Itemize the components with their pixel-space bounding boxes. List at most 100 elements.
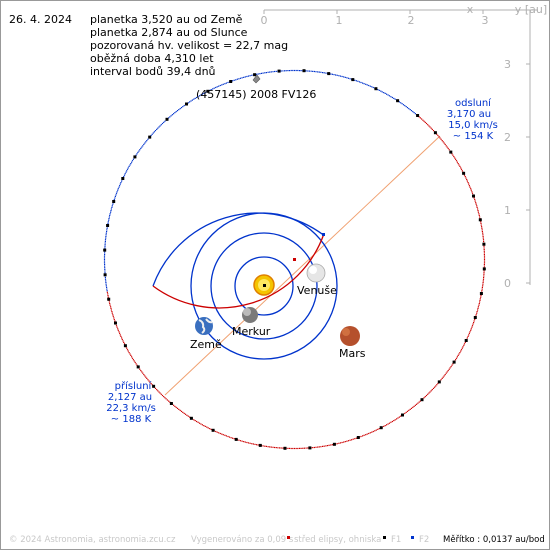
asteroid-orbit-dot: [106, 231, 108, 233]
asteroid-orbit-dot: [475, 203, 477, 205]
asteroid-position-marker: [133, 155, 137, 159]
asteroid-orbit-dot: [449, 367, 451, 369]
asteroid-orbit-dot: [256, 73, 258, 75]
asteroid-orbit-dot: [288, 70, 291, 72]
asteroid-orbit-dot: [313, 446, 315, 449]
asteroid-orbit-dot: [114, 197, 116, 199]
asteroid-orbit-dot: [466, 337, 468, 339]
info-block: planetka 3,520 au od Země planetka 2,874…: [90, 13, 288, 78]
asteroid-orbit-dot: [122, 340, 124, 342]
perihelion-distance: 2,127 au: [108, 392, 152, 403]
asteroid-orbit-dot: [186, 414, 188, 416]
asteroid-orbit-dot: [174, 112, 176, 114]
asteroid-orbit-dot: [264, 72, 266, 74]
asteroid-orbit-dot: [227, 435, 229, 438]
footer-f2: F2: [419, 535, 429, 545]
asteroid-orbit-dot: [105, 237, 107, 239]
asteroid-orbit-dot: [133, 360, 135, 362]
asteroid-orbit-dot: [176, 407, 179, 409]
footer-legend-center: střed elipsy, ohniska: [294, 535, 381, 545]
asteroid-orbit-dot: [393, 97, 395, 99]
asteroid-orbit-dot: [371, 86, 373, 88]
asteroid-orbit-dot: [438, 136, 440, 138]
y-tick-label: 2: [504, 131, 511, 144]
asteroid-position-marker: [136, 365, 140, 369]
asteroid-orbit-dot: [142, 372, 144, 374]
asteroid-position-marker: [258, 443, 262, 447]
asteroid-orbit-dot: [451, 364, 453, 366]
asteroid-orbit-dot: [471, 325, 474, 327]
asteroid-orbit-dot: [482, 278, 485, 280]
asteroid-orbit-dot: [421, 118, 423, 120]
asteroid-orbit-dot: [225, 82, 227, 84]
asteroid-orbit-dot: [445, 145, 447, 147]
asteroid-orbit-dot: [425, 394, 428, 397]
asteroid-orbit-dot: [354, 438, 356, 440]
asteroid-orbit-dot: [431, 389, 433, 391]
asteroid-orbit-dot: [293, 447, 296, 450]
asteroid-orbit-dot: [455, 160, 458, 162]
asteroid-orbit-dot: [124, 173, 126, 175]
asteroid-position-marker: [206, 89, 210, 93]
asteroid-orbit-dot: [259, 73, 261, 75]
asteroid-orbit-dot: [169, 116, 171, 118]
asteroid-orbit-dot: [210, 89, 212, 91]
asteroid-orbit: [103, 69, 486, 450]
aphelion-distance: 3,170 au: [447, 109, 491, 120]
asteroid-orbit-dot: [295, 447, 297, 450]
asteroid-position-marker: [351, 78, 355, 82]
asteroid-orbit-dot: [480, 295, 482, 297]
asteroid-orbit-dot: [129, 353, 131, 355]
asteroid-position-marker: [107, 297, 111, 301]
asteroid-orbit-dot: [432, 387, 435, 389]
asteroid-orbit-dot: [474, 200, 476, 202]
asteroid-orbit-dot: [116, 191, 118, 193]
asteroid-orbit-dot: [377, 428, 379, 430]
asteroid-orbit-dot: [336, 74, 338, 76]
asteroid-orbit-dot: [204, 425, 206, 427]
asteroid-orbit-dot: [377, 89, 379, 91]
asteroid-orbit-dot: [194, 97, 196, 99]
asteroid-orbit-dot: [347, 77, 350, 79]
asteroid-orbit-dot: [249, 75, 251, 77]
asteroid-orbit-dot: [405, 411, 407, 413]
asteroid-orbit-dot: [200, 94, 202, 96]
asteroid-orbit-dot: [388, 422, 391, 424]
asteroid-orbit-dot: [292, 69, 294, 72]
info-line: pozorovaná hv. velikost = 22,7 mag: [90, 39, 288, 52]
asteroid-orbit-dot: [105, 281, 107, 284]
asteroid-orbit-dot: [387, 423, 389, 425]
asteroid-orbit-dot: [439, 137, 441, 139]
asteroid-orbit-dot: [267, 71, 269, 73]
asteroid-orbit-dot: [351, 439, 353, 441]
asteroid-orbit-dot: [372, 86, 374, 89]
asteroid-position-marker: [482, 242, 486, 246]
asteroid-orbit-dot: [131, 160, 134, 162]
asteroid-orbit-dot: [483, 245, 485, 247]
asteroid-orbit-dot: [241, 440, 243, 442]
asteroid-orbit-dot: [473, 320, 475, 322]
asteroid-orbit-dot: [463, 344, 465, 346]
asteroid-orbit-dot: [218, 432, 220, 434]
asteroid-orbit-dot: [171, 114, 173, 116]
asteroid-orbit-dot: [417, 402, 419, 404]
asteroid-orbit-dot: [369, 85, 371, 87]
asteroid-orbit-dot: [466, 180, 468, 182]
asteroid-orbit-dot: [221, 433, 223, 435]
asteroid-orbit-dot: [127, 167, 129, 169]
asteroid-orbit-dot: [119, 334, 121, 336]
asteroid-orbit-dot: [336, 443, 338, 445]
asteroid-orbit-dot: [113, 198, 115, 201]
asteroid-orbit-dot: [383, 425, 385, 427]
asteroid-orbit-dot: [482, 281, 484, 284]
asteroid-orbit-dot: [312, 447, 314, 449]
asteroid-orbit-dot: [468, 332, 470, 334]
axis-unit: [au]: [525, 3, 547, 16]
asteroid-orbit-dot: [222, 434, 224, 436]
asteroid-orbit-dot: [482, 232, 484, 234]
asteroid-orbit-dot: [287, 70, 289, 72]
asteroid-orbit-dot: [371, 431, 373, 433]
asteroid-orbit-dot: [145, 141, 147, 143]
asteroid-orbit-dot: [282, 70, 284, 72]
